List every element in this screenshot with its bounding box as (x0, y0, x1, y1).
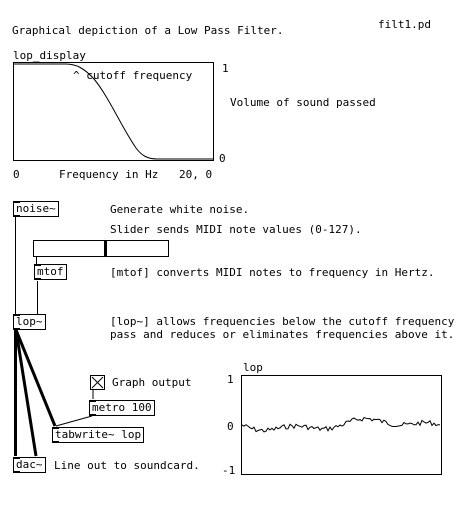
lop-graph-ymin: -1 (222, 464, 236, 477)
lop-graph-ymax: 1 (227, 373, 234, 386)
lop-graph-ymid: 0 (227, 420, 234, 433)
toggle-comment: Graph output (112, 376, 192, 389)
frequency-axis-label: Frequency in Hz (59, 168, 159, 181)
mtof-object[interactable]: mtof (34, 264, 67, 280)
lop-comment-line1: [lop~] allows frequencies below the cuto… (110, 315, 460, 328)
lop-display-xmin: 0 (13, 168, 20, 181)
lop-display-curve (14, 63, 213, 160)
graph-output-toggle[interactable] (90, 375, 105, 390)
lop-object[interactable]: lop~ (13, 314, 46, 330)
tabwrite-object[interactable]: tabwrite~ lop (52, 427, 145, 443)
midi-note-slider[interactable] (33, 240, 169, 257)
lop-graph-name: lop (243, 361, 263, 374)
lop-display-ymin: 0 (219, 152, 226, 165)
lop-comment-line2: pass and reduces or eliminates frequenci… (110, 328, 455, 341)
frequency-readout: 20, 0 (179, 168, 213, 181)
patch-title-comment: Graphical depiction of a Low Pass Filter… (12, 24, 284, 37)
lop-array-graph[interactable] (241, 375, 442, 475)
lop-display-name: lop_display (13, 49, 86, 62)
noise-object[interactable]: noise~ (13, 201, 59, 217)
dac-object[interactable]: dac~ (13, 457, 46, 473)
cord-lop-tabwrite (14, 329, 57, 427)
lop-display-ymax: 1 (222, 62, 229, 75)
mtof-comment: [mtof] converts MIDI notes to frequency … (110, 266, 435, 279)
lop-display-graph[interactable] (13, 62, 214, 161)
cutoff-annotation: ^ cutoff frequency (73, 69, 193, 82)
volume-comment: Volume of sound passed (230, 96, 376, 109)
lop-waveform (242, 417, 440, 433)
toggle-x-icon (91, 376, 104, 389)
cord-metro-tabwrite (55, 415, 93, 427)
noise-comment: Generate white noise. (110, 203, 250, 216)
cord-lop-dac-right (14, 329, 38, 457)
patch-filename: filt1.pd (378, 18, 431, 31)
slider-comment: Slider sends MIDI note values (0-127). (110, 223, 362, 236)
metro-object[interactable]: metro 100 (89, 400, 155, 416)
slider-knob[interactable] (104, 241, 107, 256)
dac-comment: Line out to soundcard. (54, 459, 200, 472)
